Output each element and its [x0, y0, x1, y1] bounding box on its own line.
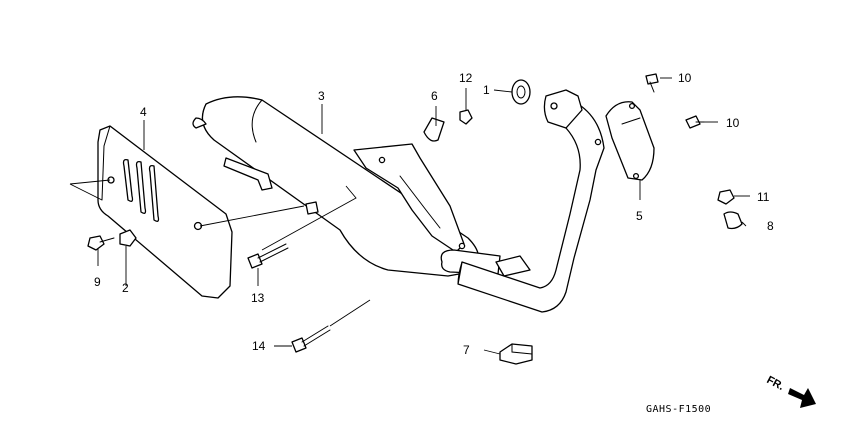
callout-6: 6 [431, 89, 438, 103]
bolt-14 [291, 325, 331, 353]
bolt-10-upper [645, 73, 659, 93]
rubber-grommet [305, 201, 319, 215]
nut-11 [717, 189, 735, 205]
callout-1: 1 [483, 83, 490, 97]
callout-labels: 1 2 3 4 5 6 7 8 9 10 10 11 12 13 14 [94, 71, 774, 357]
forward-arrow-icon [788, 388, 816, 408]
clip-7 [499, 343, 533, 365]
bolt-10-lower [685, 115, 705, 129]
figure-code: GAHS-F1500 [646, 404, 711, 415]
gasket [511, 79, 531, 105]
bolt-13 [247, 243, 289, 269]
pipe-protector [605, 101, 655, 181]
collar [423, 117, 445, 142]
leader-lines [69, 77, 750, 355]
callout-10-upper: 10 [678, 71, 692, 85]
muffler [192, 96, 501, 277]
exhaust-pipe [457, 89, 605, 313]
callout-12: 12 [459, 71, 473, 85]
callout-4: 4 [140, 105, 147, 119]
callout-11: 11 [757, 190, 770, 204]
front-direction-indicator: FR. [765, 374, 816, 408]
callout-10-lower: 10 [726, 116, 740, 130]
callout-5: 5 [636, 209, 643, 223]
washer-2 [119, 229, 137, 247]
callout-7: 7 [463, 343, 470, 357]
callout-9: 9 [94, 275, 101, 289]
heat-shield [97, 125, 233, 299]
callout-3: 3 [318, 89, 325, 103]
direction-label: FR. [765, 374, 786, 393]
callout-14: 14 [252, 339, 266, 353]
nut-12 [459, 109, 473, 125]
nut-8 [723, 211, 743, 230]
callout-13: 13 [251, 291, 265, 305]
callout-2: 2 [122, 281, 129, 295]
screw-9 [87, 235, 115, 251]
callout-8: 8 [767, 219, 774, 233]
